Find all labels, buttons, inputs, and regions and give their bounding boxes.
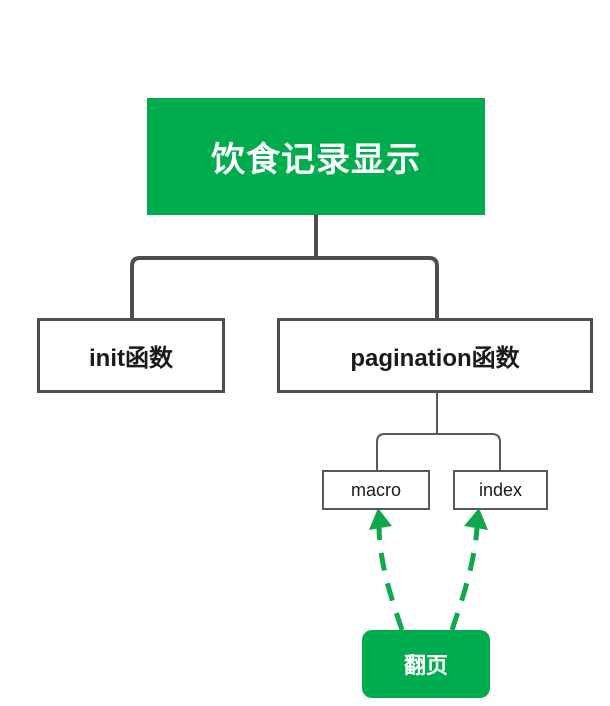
node-index-label: index: [478, 479, 523, 500]
edge-root-to-init: [130, 256, 316, 318]
node-fanye-label: 翻页: [403, 653, 448, 678]
edge-fanye-to-macro: [376, 527, 405, 631]
node-init-function[interactable]: init函数: [37, 318, 225, 393]
edge-pagination-to-macro: [376, 433, 437, 470]
node-root-diet-record-display[interactable]: 饮食记录显示: [147, 98, 485, 215]
node-root-label: 饮食记录显示: [211, 141, 421, 179]
node-pagination-function[interactable]: pagination函数: [277, 318, 593, 393]
node-index[interactable]: index: [453, 470, 548, 510]
arrowhead-macro-icon: [369, 508, 392, 530]
node-fanye-page-turn[interactable]: 翻页: [362, 630, 490, 698]
node-pagination-label: pagination函数: [350, 345, 520, 372]
arrowhead-index-icon: [464, 508, 488, 530]
node-macro[interactable]: macro: [322, 470, 430, 510]
edge-root-to-pagination: [316, 256, 439, 318]
node-macro-label: macro: [350, 479, 401, 500]
node-init-label: init函数: [89, 345, 173, 372]
edge-fanye-to-index: [449, 527, 480, 631]
edge-pagination-to-index: [437, 433, 501, 470]
